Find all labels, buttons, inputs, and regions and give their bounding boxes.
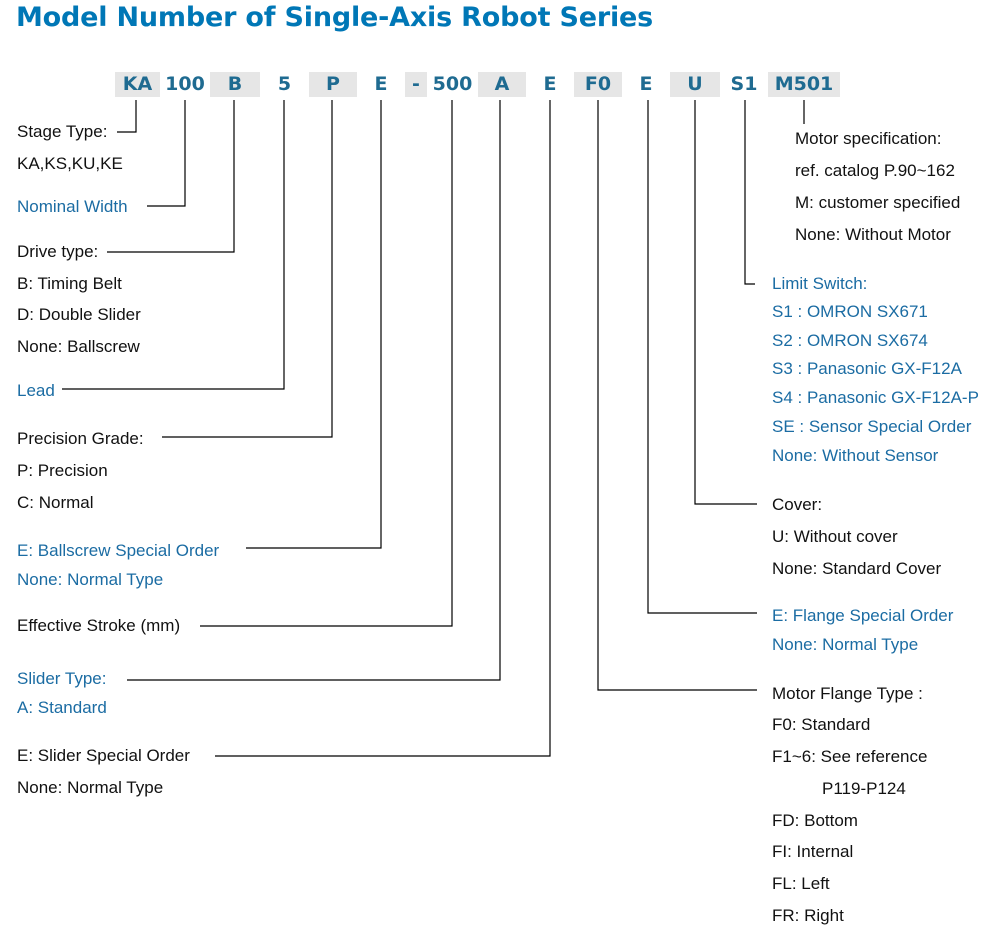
motor-spec-line: Motor specification: [795, 129, 942, 148]
code-segment-motor-spec: M501 [768, 72, 840, 97]
code-segment-lead: 5 [277, 73, 292, 95]
leader-slider-type [127, 100, 501, 681]
leader-ballscrew-special [246, 100, 382, 549]
code-segment-slider-special: E [543, 73, 557, 95]
precision-grade-option: C: Normal [17, 493, 94, 512]
motor-flange-option: P119-P124 [822, 779, 906, 798]
precision-grade-option: P: Precision [17, 461, 108, 480]
drive-type-heading: Drive type: [17, 242, 99, 261]
motor-flange-option: F1~6: See reference [772, 747, 928, 766]
stage-type-heading: Stage Type: [17, 122, 108, 141]
limit-switch-option: None: Without Sensor [772, 446, 939, 465]
flange-special-option: None: Normal Type [772, 635, 919, 654]
slider-type-heading: Slider Type: [17, 669, 107, 688]
leader-limit-switch [744, 100, 755, 285]
code-segment-cover: U [670, 72, 720, 97]
leader-nominal-width [147, 100, 186, 207]
code-segment-nominal-width: 100 [165, 73, 205, 95]
leader-effective-stroke [200, 100, 453, 627]
precision-grade-heading: Precision Grade: [17, 429, 144, 448]
leader-drive-type [107, 100, 235, 253]
code-segment-drive-type: B [210, 72, 260, 97]
code-segment-ballscrew-special: E [374, 73, 388, 95]
flange-special-heading: E: Flange Special Order [772, 606, 954, 625]
nominal-width-heading: Nominal Width [17, 197, 128, 216]
leader-stage-type [117, 100, 137, 133]
code-segment-flange-special: E [639, 73, 653, 95]
limit-switch-option: S1 : OMRON SX671 [772, 302, 928, 321]
code-segment-precision-grade: P [309, 72, 357, 97]
code-segment-stage-type: KA [115, 72, 160, 97]
ballscrew-special-option: None: Normal Type [17, 570, 164, 589]
slider-special-option: None: Normal Type [17, 778, 164, 797]
motor-flange-option: FL: Left [772, 874, 830, 893]
limit-switch-heading: Limit Switch: [772, 274, 868, 293]
stage-type-option: KA,KS,KU,KE [17, 154, 123, 173]
cover-option: None: Standard Cover [772, 559, 942, 578]
drive-type-option: None: Ballscrew [17, 337, 140, 356]
ballscrew-special-heading: E: Ballscrew Special Order [17, 541, 220, 560]
leader-motor-flange [597, 100, 757, 691]
leader-flange-special [647, 100, 757, 614]
drive-type-option: B: Timing Belt [17, 274, 122, 293]
leader-cover [694, 100, 757, 505]
limit-switch-option: S4 : Panasonic GX-F12A-P [772, 388, 979, 407]
motor-flange-option: FD: Bottom [772, 811, 858, 830]
motor-spec-line: None: Without Motor [795, 225, 951, 244]
drive-type-option: D: Double Slider [17, 305, 141, 324]
limit-switch-option: S2 : OMRON SX674 [772, 331, 928, 350]
code-segment-effective-stroke: 500 [432, 73, 473, 95]
slider-special-heading: E: Slider Special Order [17, 746, 190, 765]
code-segment-slider-type: A [478, 72, 526, 97]
slider-type-option: A: Standard [17, 698, 107, 717]
code-segment-motor-flange: F0 [574, 72, 622, 97]
motor-flange-option: F0: Standard [772, 715, 871, 734]
limit-switch-option: S3 : Panasonic GX-F12A [772, 359, 962, 378]
motor-spec-line: ref. catalog P.90~162 [795, 161, 955, 180]
cover-option: U: Without cover [772, 527, 898, 546]
code-segment-hyphen: - [405, 72, 427, 97]
leader-slider-special [215, 100, 551, 757]
lead-heading: Lead [17, 381, 55, 400]
cover-heading: Cover: [772, 495, 823, 514]
motor-flange-option: FI: Internal [772, 842, 854, 861]
code-segment-limit-switch: S1 [730, 73, 758, 95]
leader-lead [62, 100, 285, 390]
motor-spec-line: M: customer specified [795, 193, 961, 212]
effective-stroke-heading: Effective Stroke (mm) [17, 616, 181, 635]
limit-switch-option: SE : Sensor Special Order [772, 417, 972, 436]
leader-precision-grade [162, 100, 333, 438]
diagram-title: Model Number of Single-Axis Robot Series [16, 2, 654, 33]
motor-flange-heading: Motor Flange Type : [772, 684, 923, 703]
motor-flange-option: FR: Right [772, 906, 844, 925]
